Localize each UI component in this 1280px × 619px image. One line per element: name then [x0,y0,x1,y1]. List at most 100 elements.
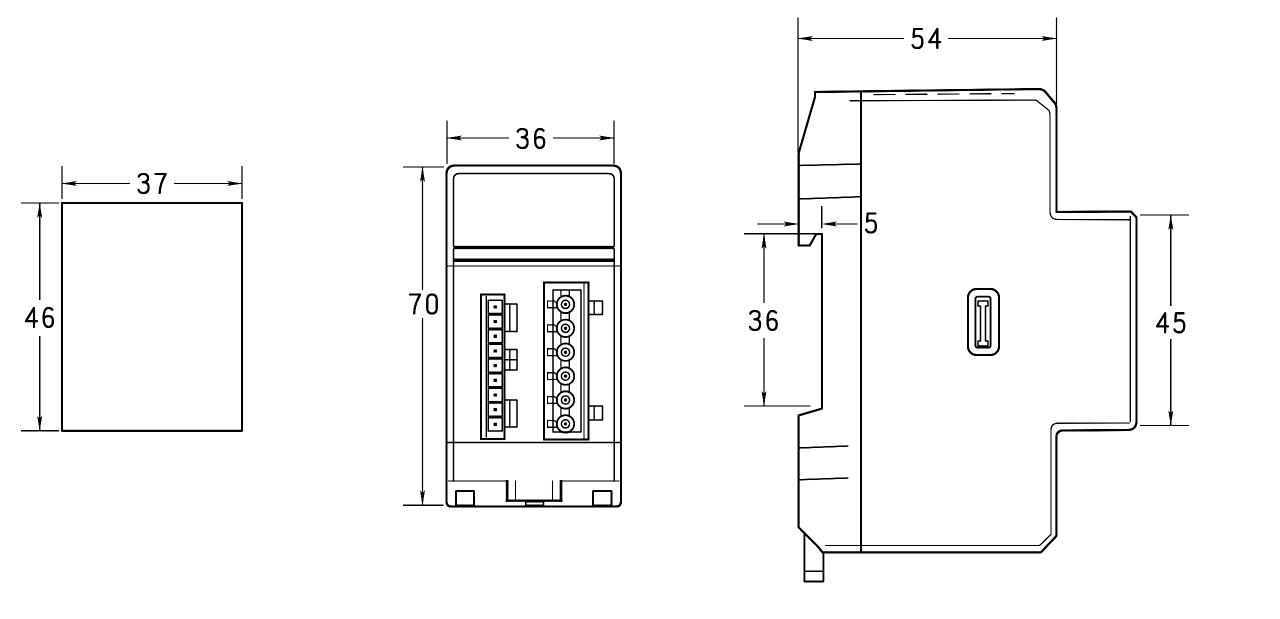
digit-4 [24,306,39,329]
din-clip-right-wall [559,480,563,502]
left-block-tab-top [503,303,518,333]
dim-front-height [403,166,444,506]
side-outline [797,87,1138,554]
terminal-screw-inner [560,299,571,310]
end-view [21,166,244,432]
digit-5 [911,27,924,50]
arrowhead-right [783,221,799,227]
tab-outline [587,300,604,316]
dim-side-body-height-label [1155,312,1186,334]
right-block-terminals [546,289,576,434]
left-block-cell [487,402,503,418]
digit-6 [533,127,546,150]
digit-3 [516,127,529,150]
terminal-screw-outer [555,414,576,434]
end-view-outline [60,201,244,432]
din-clip-tab [525,501,545,507]
arrowhead-down [37,415,43,431]
terminal-screw-inner [560,371,571,381]
right-block-tab-bottom [587,405,604,421]
front-foot-right [592,490,613,507]
left-block-cell [487,328,503,344]
slot-outer [966,287,1001,357]
digit-5 [1173,312,1186,334]
left-block-cell-pin [493,334,497,338]
dim-end-height [21,202,59,432]
dim-side-depth-label [911,27,942,50]
terminal-screw-outer [555,342,576,362]
digit-5 [864,212,878,234]
terminal-screw-outer [555,318,576,338]
front-left-terminal-block [479,293,518,441]
slot-inner [974,295,992,349]
left-block-cells [487,299,503,432]
terminal-screw-center [563,374,568,378]
digit-3 [137,172,150,195]
terminal-screw-center [563,350,568,354]
left-block-cell-pin [493,422,497,426]
dim-end-height-label [24,306,55,329]
dim-front-width-label [516,127,546,150]
front-top-cover-inner [452,172,615,247]
dim-side-claw-offset [757,205,878,234]
right-block-tab-top [587,300,604,316]
side-claw-step-line [797,163,862,167]
side-inner-contour [824,99,1131,547]
left-block-cell-pin [493,349,497,353]
dim-end-width [61,166,243,199]
left-block-cell-pin [493,393,497,397]
digit-4 [1155,312,1170,334]
digit-4 [928,27,942,50]
left-block-cell-pin [493,378,497,382]
left-block-cell-pin [493,305,497,309]
left-block-tab-middle [503,348,518,371]
terminal-screw-inner [560,395,571,405]
front-foot-left [455,490,475,507]
terminal-screw-center [563,302,568,307]
terminal-screw-inner [560,323,571,334]
front-din-clip [505,480,563,507]
arrowhead-up [420,167,425,182]
dim-side-body-height [1140,214,1189,427]
side-spring-foot [803,531,825,583]
arrowhead-right [599,135,614,141]
terminal-screw-center [563,398,568,402]
front-outline [445,164,623,508]
side-claw-step-line [797,477,849,481]
arrowhead-up [1168,215,1174,230]
side-seal-slot [966,287,1001,357]
dim-end-width-label [137,172,167,195]
left-block-cell [487,372,503,388]
side-top-dashes [873,92,1015,96]
terminal-screw-center [563,326,568,330]
arrowhead-down [420,490,425,506]
digit-3 [748,309,762,332]
left-block-cell-pin [493,319,497,324]
tab-outline [503,399,518,428]
slot-ibeam [977,300,989,347]
terminal-screw-outer [555,294,576,314]
digit-6 [42,306,55,329]
dim-side-claw-offset-label [864,212,878,234]
tab-outline [503,303,518,333]
dim-side-rail-recess [744,233,822,407]
left-block-cell [487,299,503,315]
arrowhead-down [1168,410,1174,426]
digit-0 [426,293,438,315]
terminal-screw-center [563,422,568,426]
terminal-screw-inner [560,419,571,429]
arrowhead-left [62,181,77,186]
terminal-screw-outer [555,390,576,410]
dim-front-height-label [408,293,438,315]
side-inner-top [849,99,1131,221]
dim-front-width [446,120,615,164]
digit-6 [766,309,778,332]
digit-7 [408,293,422,315]
din-clip-bottom [505,499,563,502]
right-block-outline [542,281,590,441]
left-block-cell [487,416,503,432]
arrowhead-left [447,135,462,141]
arrowhead-down [761,391,767,406]
arrowhead-left [798,36,813,41]
front-view [403,120,623,508]
